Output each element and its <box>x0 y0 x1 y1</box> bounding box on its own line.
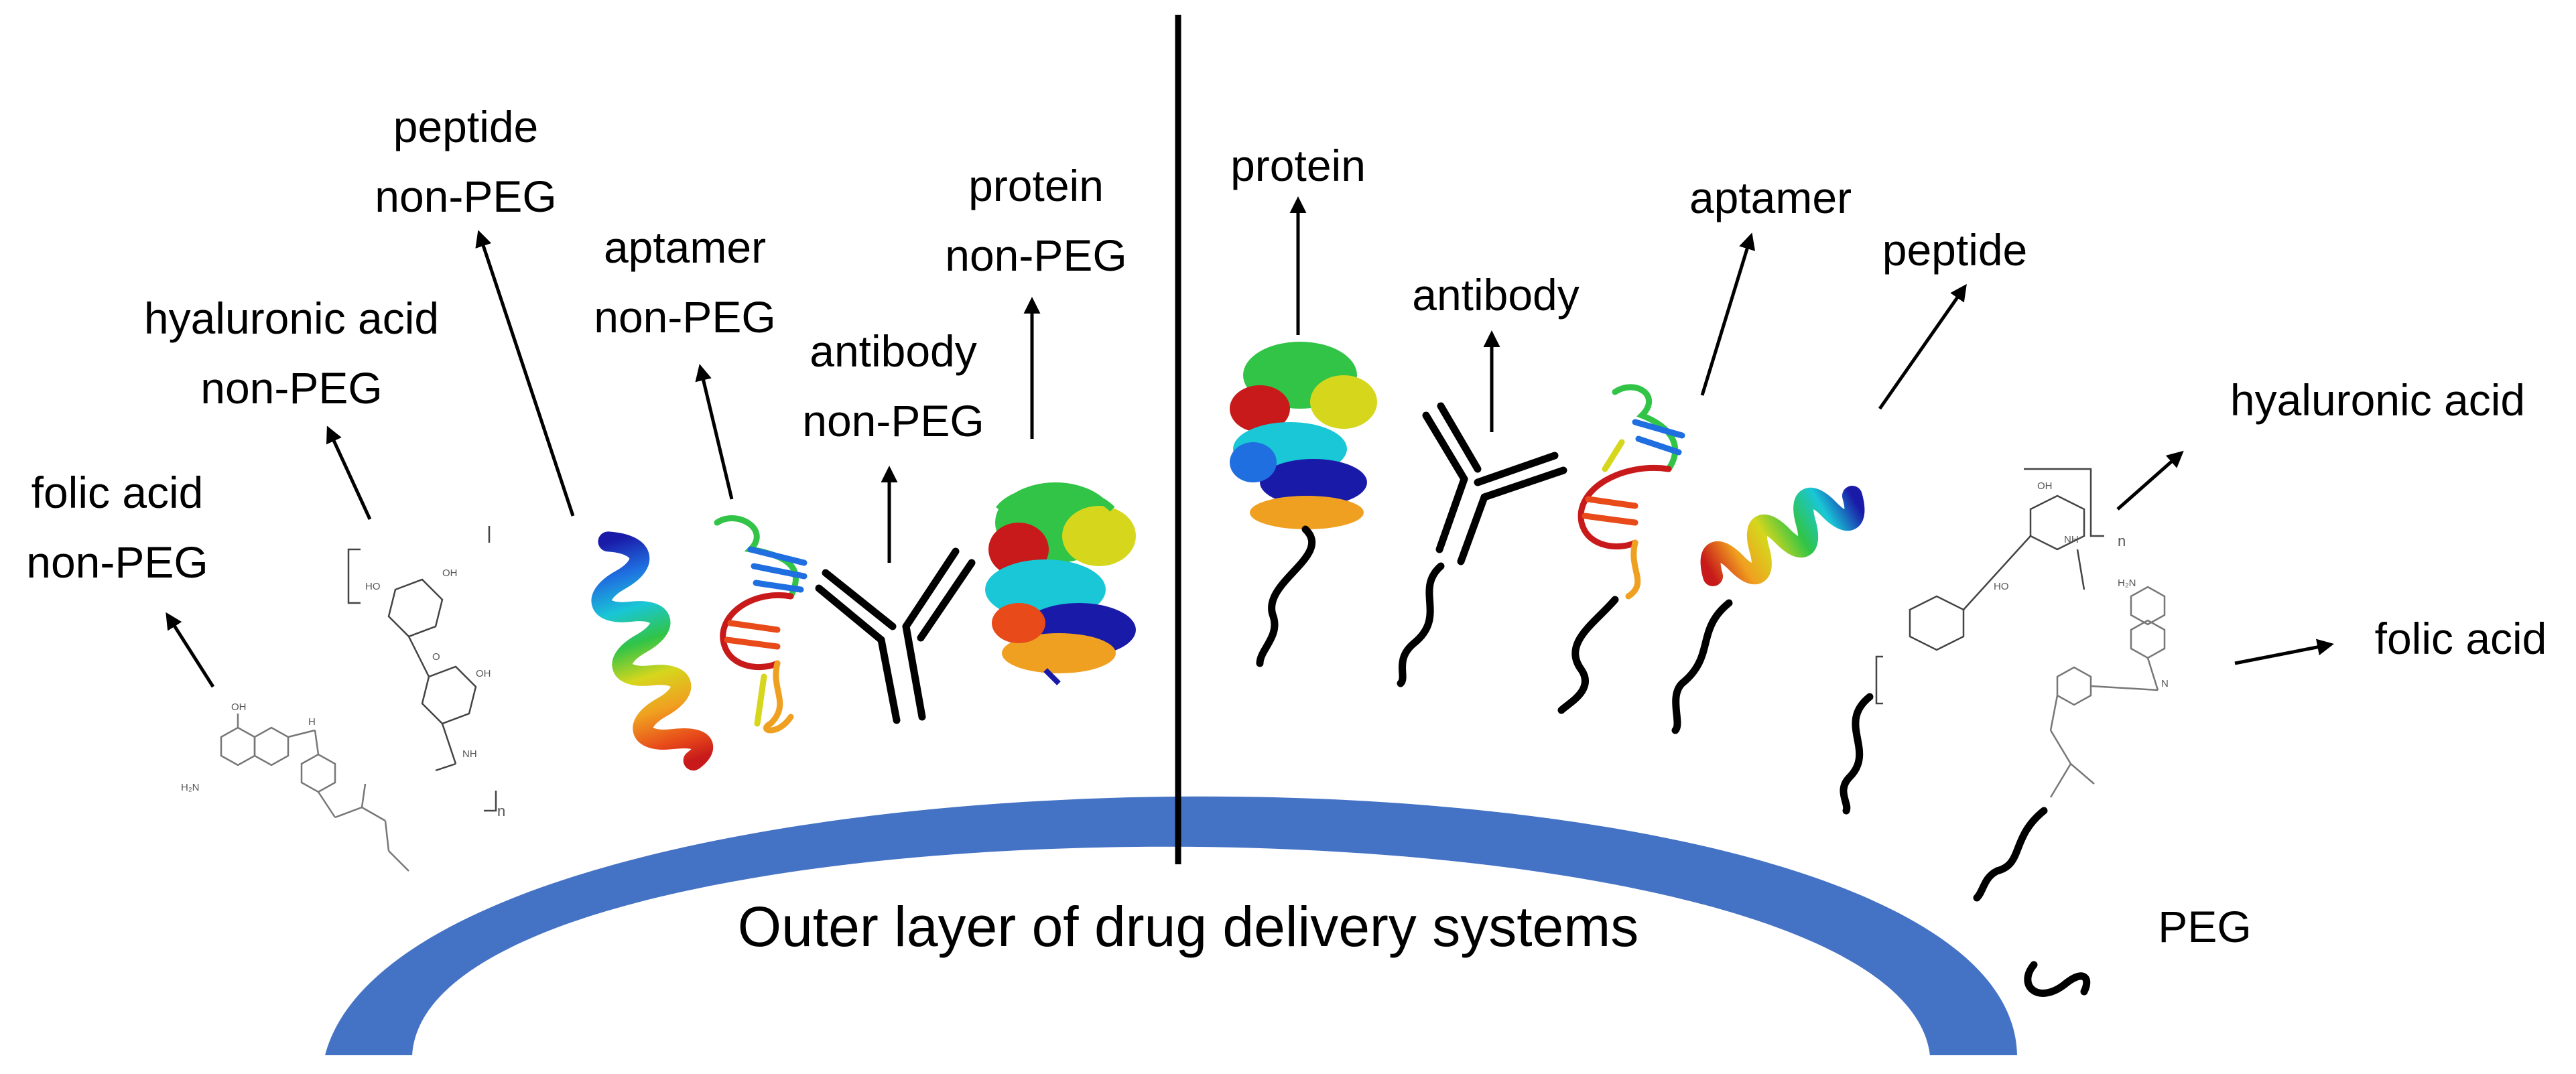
folic-h2n-text: H₂N <box>181 782 200 793</box>
right-folic-h2n-text: H₂N <box>2118 578 2136 589</box>
svg-text:non-PEG: non-PEG <box>26 537 208 587</box>
left-peptide-label: peptide non-PEG <box>375 102 556 221</box>
left-peptide-helix <box>591 531 714 771</box>
right-hyaluronic-acid-arrow <box>2116 450 2184 511</box>
svg-text:non-PEG: non-PEG <box>200 363 382 413</box>
left-hyaluronic-acid-arrow <box>326 425 372 521</box>
hyaluronic-oh-text-2: OH <box>476 668 491 679</box>
right-aptamer-peg-tail <box>1557 596 1619 714</box>
left-aptamer-structure <box>714 515 808 734</box>
right-folic-acid-label: folic acid <box>2375 614 2547 663</box>
hyaluronic-n-text: n <box>497 803 505 819</box>
svg-text:peptide: peptide <box>393 102 539 151</box>
svg-text:non-PEG: non-PEG <box>594 292 775 342</box>
left-protein-label: protein non-PEG <box>945 161 1126 280</box>
svg-text:non-PEG: non-PEG <box>375 172 556 221</box>
right-protein-label: protein <box>1230 141 1366 190</box>
right-aptamer-structure <box>1577 384 1685 600</box>
right-protein-peg-tail <box>1256 525 1315 667</box>
svg-text:protein: protein <box>968 161 1104 210</box>
right-hyaluronic-nh-text: NH <box>2064 534 2079 545</box>
svg-text:folic acid: folic acid <box>31 468 204 517</box>
right-peptide-label: peptide <box>1882 225 2028 275</box>
right-peptide-helix <box>1700 486 1865 586</box>
left-antibody-label: antibody non-PEG <box>802 326 984 446</box>
folic-h-text: H <box>308 716 316 728</box>
hyaluronic-o-text: O <box>432 651 440 663</box>
left-protein-structure <box>985 482 1136 685</box>
right-folic-acid-arrow <box>2234 639 2334 665</box>
folic-oh-text: OH <box>231 701 247 713</box>
svg-text:non-PEG: non-PEG <box>945 230 1126 280</box>
peg-icon <box>2024 961 2091 997</box>
right-hyaluronic-oh-text: OH <box>2037 480 2053 492</box>
left-folic-acid-structure <box>220 714 409 872</box>
hyaluronic-oh-text-1: OH <box>442 567 458 579</box>
right-aptamer-label: aptamer <box>1689 173 1852 222</box>
hyaluronic-nh-text: NH <box>462 748 477 760</box>
right-protein-structure <box>1230 342 1377 529</box>
right-folic-n-text: N <box>2161 678 2169 689</box>
peg-label: PEG <box>2158 902 2251 951</box>
right-hyaluronic-peg-tail <box>1840 693 1874 815</box>
right-antibody-peg-tail <box>1397 562 1445 687</box>
membrane-arc <box>325 796 2017 1055</box>
left-hyaluronic-acid-structure <box>347 526 497 812</box>
left-antibody-icon <box>815 547 976 724</box>
hyaluronic-ho-text: HO <box>365 581 381 592</box>
left-aptamer-label: aptamer non-PEG <box>594 222 775 342</box>
right-hyaluronic-acid-label: hyaluronic acid <box>2230 375 2525 425</box>
right-peptide-arrow <box>1878 283 1967 410</box>
right-folic-peg-tail <box>1973 807 2048 902</box>
right-peptide-peg-tail <box>1671 599 1733 734</box>
svg-text:non-PEG: non-PEG <box>802 396 984 446</box>
right-antibody-icon <box>1422 402 1567 565</box>
svg-text:hyaluronic acid: hyaluronic acid <box>144 293 439 343</box>
svg-text:antibody: antibody <box>810 326 977 376</box>
left-folic-acid-label: folic acid non-PEG <box>26 468 208 587</box>
right-antibody-label: antibody <box>1412 270 1580 320</box>
right-hyaluronic-n-text: n <box>2118 533 2126 549</box>
left-hyaluronic-acid-label: hyaluronic acid non-PEG <box>144 293 439 413</box>
svg-text:aptamer: aptamer <box>604 222 766 272</box>
left-aptamer-arrow <box>695 364 734 500</box>
right-hyaluronic-ho-text: HO <box>1994 581 2009 592</box>
right-hyaluronic-acid-structure <box>1875 468 2104 705</box>
left-folic-acid-arrow <box>166 612 215 688</box>
right-aptamer-arrow <box>1700 232 1756 396</box>
left-peptide-arrow <box>475 230 575 517</box>
diagram-title: Outer layer of drug delivery systems <box>738 895 1639 958</box>
right-folic-acid-structure <box>2049 586 2166 798</box>
